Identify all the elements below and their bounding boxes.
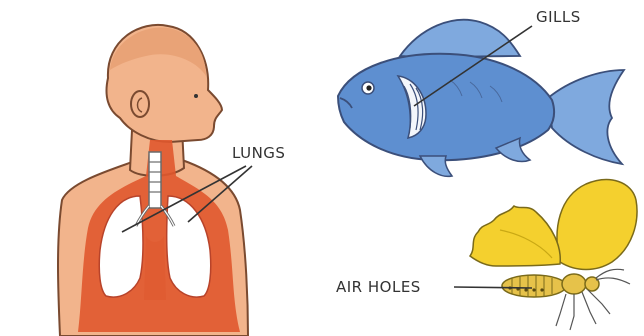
butterfly-antennae (596, 269, 630, 284)
human-chest-center (144, 236, 166, 300)
butterfly-left-wing (470, 206, 560, 266)
gills-label: GILLS (536, 8, 581, 26)
air-holes-pointer-line (454, 287, 532, 288)
fish-body (338, 54, 554, 160)
fish-tail (548, 70, 624, 164)
butterfly-thorax (562, 274, 586, 294)
butterfly-legs (556, 290, 610, 330)
human-ear (131, 91, 149, 117)
butterfly (470, 180, 637, 330)
lungs-label: LUNGS (232, 144, 285, 162)
human-eye (194, 94, 198, 98)
butterfly-abdomen (502, 275, 566, 297)
fish-pupil (366, 85, 371, 90)
butterfly-right-wing (557, 180, 637, 270)
fish (338, 20, 624, 177)
fish-dorsal-fin (400, 20, 520, 57)
air-holes-label: AIR HOLES (336, 278, 421, 296)
